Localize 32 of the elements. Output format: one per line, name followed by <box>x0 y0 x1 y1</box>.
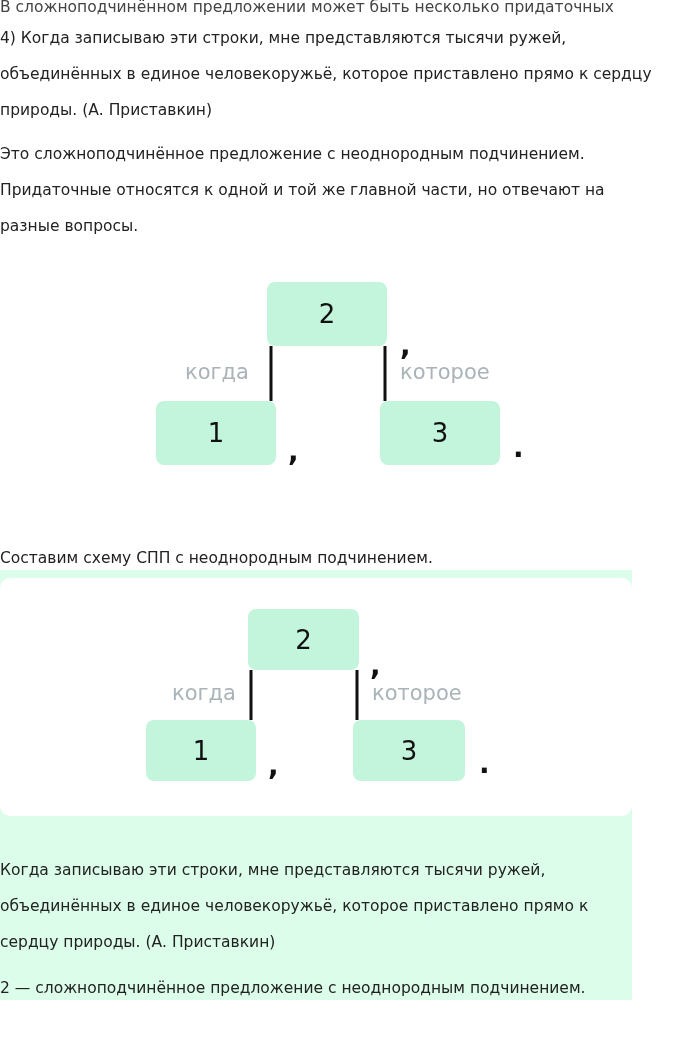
clause-box <box>267 282 387 346</box>
punctuation-mark: . <box>479 750 490 778</box>
punctuation-mark: , <box>268 752 279 780</box>
paragraph: 4) Когда записываю эти строки, мне представляются тысячи ружей, объединённых в единое человекоружьё, которое приставлено прямо к сердцу природы. (А. Приставкин) <box>0 28 653 121</box>
punctuation-mark: , <box>400 332 411 360</box>
edge-label: которое <box>400 360 490 384</box>
clause-number: 2 <box>318 299 336 329</box>
connector-line <box>269 346 273 401</box>
clause-box <box>146 720 256 781</box>
connector-line <box>355 670 359 720</box>
text-line: В сложноподчинённом предложении может быть несколько придаточных <box>0 0 615 18</box>
clause-number: 3 <box>400 735 418 766</box>
punctuation-mark: , <box>370 652 381 680</box>
punctuation-mark: , <box>288 438 299 466</box>
connector-line <box>383 346 387 401</box>
clause-box <box>156 401 276 465</box>
paragraph: Когда записываю эти строки, мне представляются тысячи ружей, объединённых в единое человекоружьё, которое приставлено прямо к сердцу природы. (А. Приставкин) <box>0 860 590 953</box>
clause-number: 2 <box>295 624 312 655</box>
punctuation-mark: . <box>513 434 524 462</box>
edge-label: когда <box>185 360 249 384</box>
clause-number: 1 <box>207 418 225 448</box>
paragraph: 2 — сложноподчинённое предложение с неоднородным подчинением. <box>0 978 587 999</box>
connector-line <box>249 670 253 720</box>
paragraph: Это сложноподчинённое предложение с неоднородным подчинением. Придаточные относятся к одной и той же главной части, но отвечают на разные вопросы. <box>0 144 606 237</box>
clause-number: 3 <box>431 418 449 448</box>
clause-box <box>248 609 359 670</box>
clause-box <box>380 401 500 465</box>
edge-label: которое <box>372 681 462 705</box>
clause-number: 1 <box>192 735 210 766</box>
paragraph: Составим схему СПП с неоднородным подчинением. <box>0 548 434 569</box>
clause-box <box>353 720 465 781</box>
edge-label: когда <box>172 681 236 705</box>
